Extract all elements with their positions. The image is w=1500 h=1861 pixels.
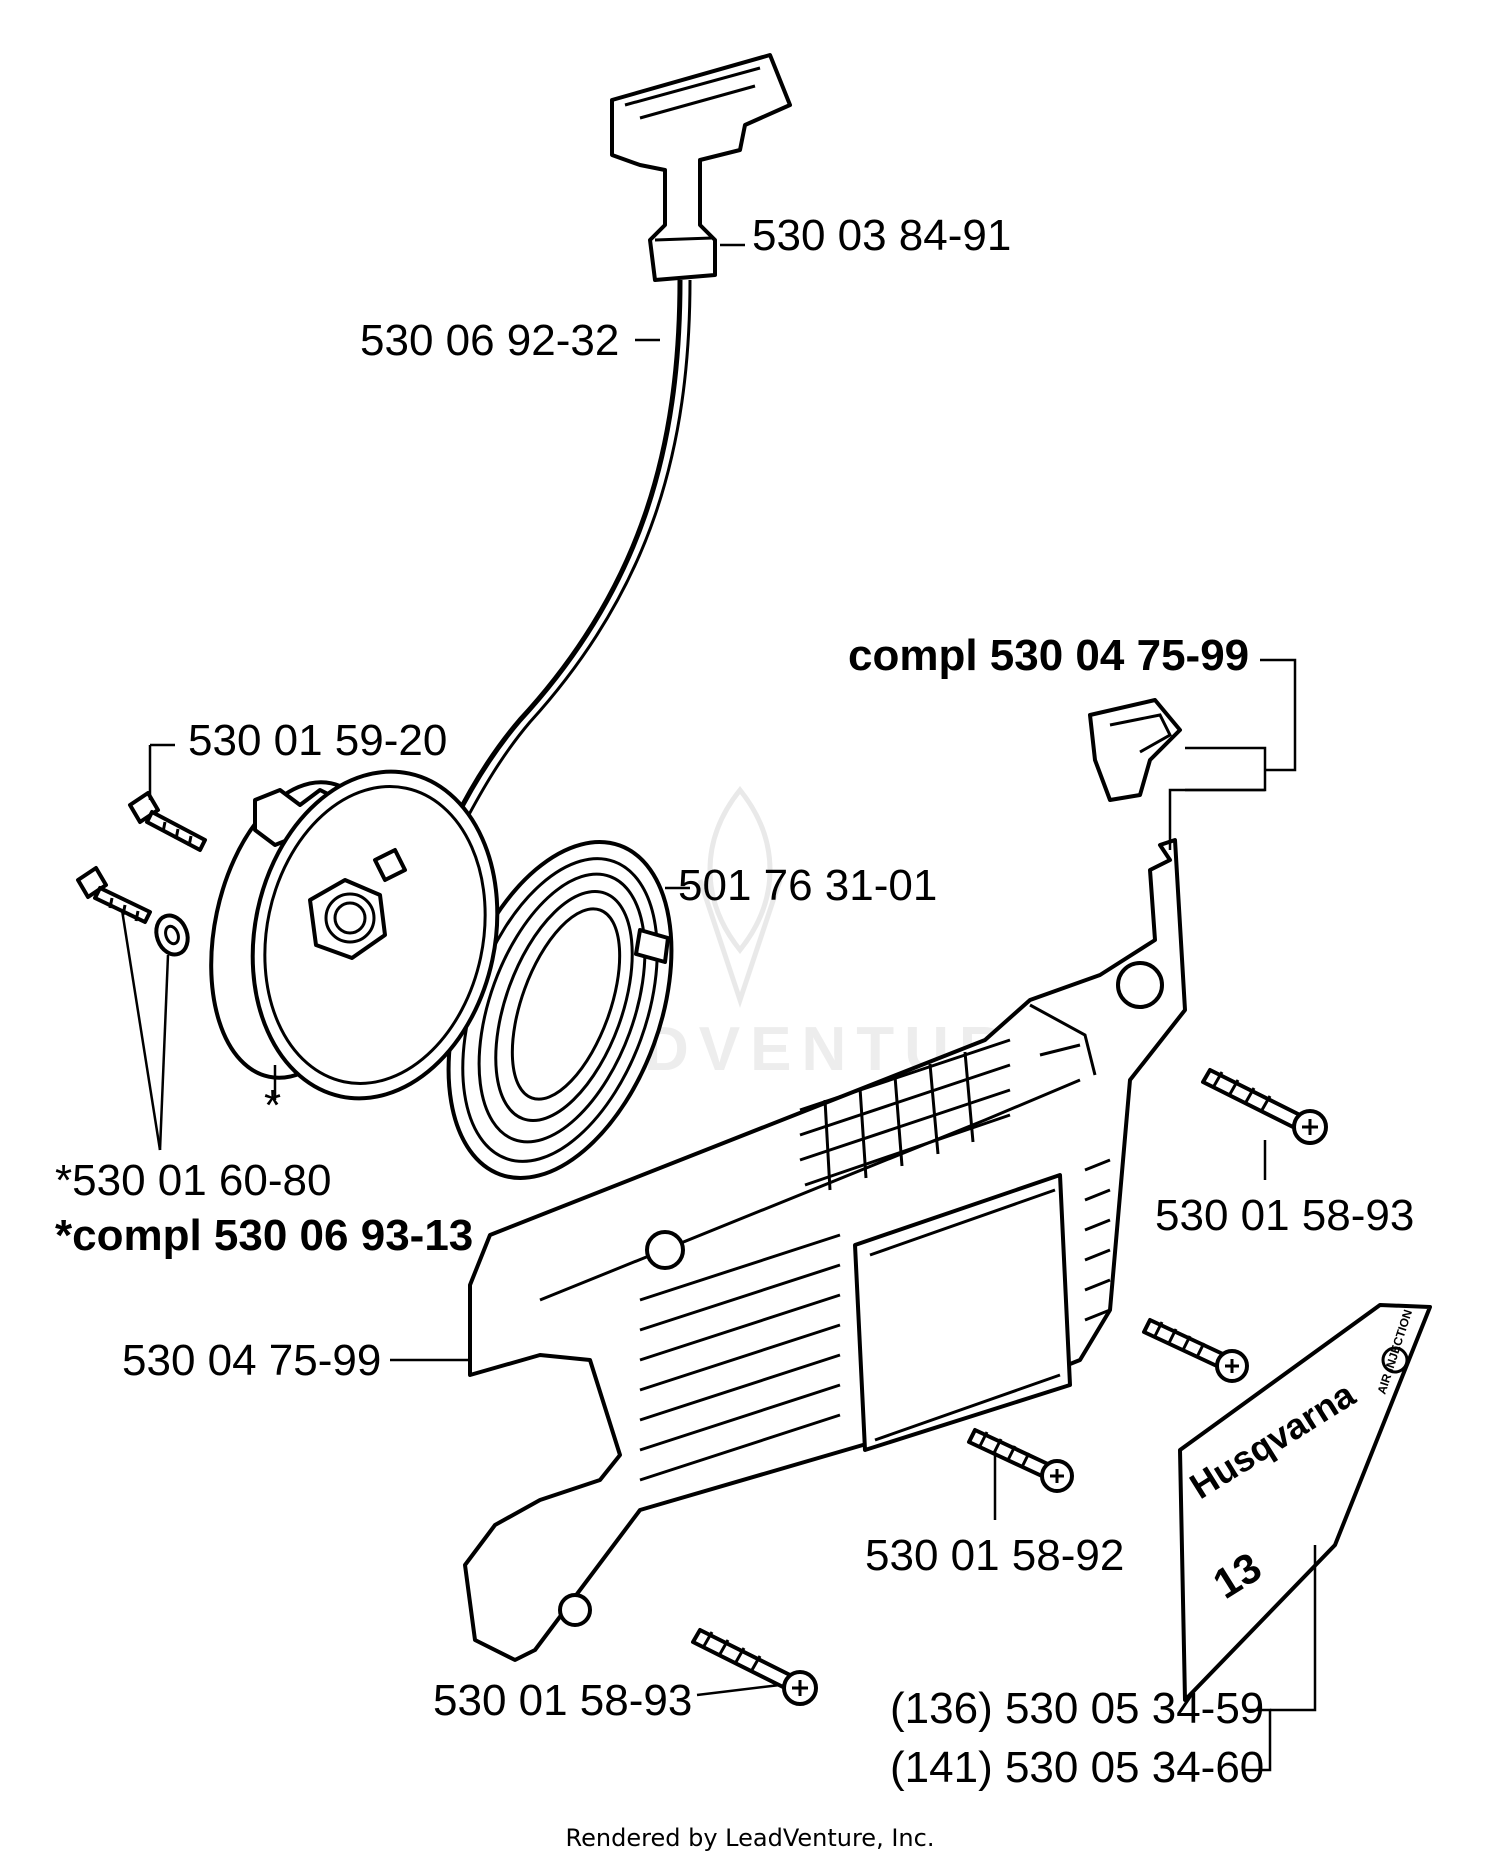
screw-top — [128, 791, 207, 852]
leader-lines — [120, 243, 1317, 1772]
housing-vents-right — [1084, 1158, 1111, 1322]
decal-badge-icon — [1381, 1346, 1409, 1374]
starter-rope — [452, 279, 683, 822]
label-compl-housing: compl 530 04 75-99 — [848, 631, 1249, 680]
starter-housing[interactable] — [463, 838, 1187, 1662]
label-screw-washer: *530 01 60-80 — [55, 1156, 331, 1205]
footer-credit: Rendered by LeadVenture, Inc. — [566, 1824, 935, 1852]
label-screw-top: 530 01 59-20 — [188, 716, 447, 765]
screw-bottom — [691, 1628, 818, 1706]
housing-vents-upper — [799, 1038, 1011, 1191]
label-handle: 530 03 84-91 — [752, 211, 1011, 260]
label-housing: 530 04 75-99 — [122, 1336, 381, 1385]
screw-right — [1201, 1068, 1328, 1145]
label-compl-pulley: *compl 530 06 93-13 — [55, 1211, 473, 1260]
screw-washer — [76, 866, 190, 957]
label-rope: 530 06 92-32 — [360, 316, 619, 365]
label-decal-141: (141) 530 05 34-60 — [890, 1743, 1264, 1792]
label-screw-right: 530 01 58-93 — [1155, 1191, 1414, 1240]
screw-mid-lower — [967, 1428, 1074, 1493]
label-decal-136: (136) 530 05 34-59 — [890, 1684, 1264, 1733]
label-screw-bottom: 530 01 58-93 — [433, 1676, 692, 1725]
screw-mid-upper — [1142, 1318, 1249, 1383]
label-spring: 501 76 31-01 — [678, 861, 937, 910]
starter-pulley[interactable] — [186, 749, 527, 1122]
label-screws-mid: 530 01 58-92 — [865, 1531, 1124, 1580]
label-asterisk: * — [264, 1081, 281, 1130]
starter-handle[interactable] — [610, 53, 792, 282]
housing-vents-left — [639, 1233, 841, 1482]
housing-cap — [1088, 698, 1182, 802]
starter-rope-inner — [463, 279, 692, 823]
